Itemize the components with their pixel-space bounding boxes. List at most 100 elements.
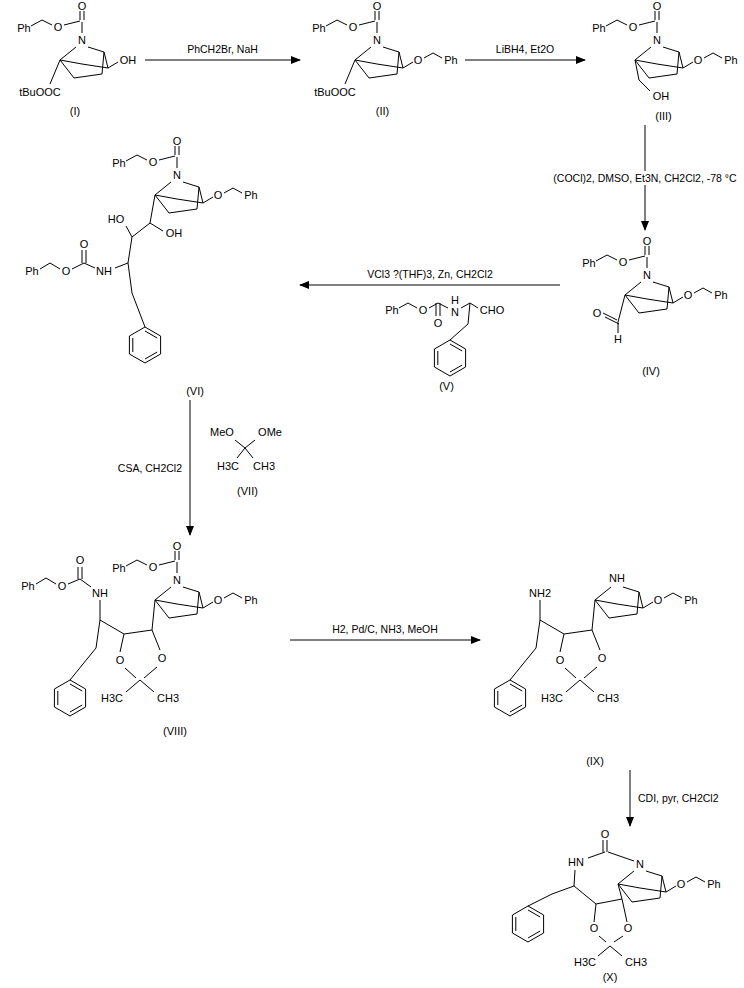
atom-label: Ph bbox=[112, 158, 125, 169]
atom-label: O bbox=[173, 136, 182, 147]
aldehyde-chain-bonds bbox=[399, 303, 478, 340]
ester-bond bbox=[345, 60, 355, 84]
acetonide-chain bbox=[494, 600, 600, 716]
atom-label: NH2 bbox=[529, 588, 551, 599]
atom-label: O bbox=[619, 257, 628, 268]
atom-label: O bbox=[556, 655, 565, 666]
atom-label: H3C bbox=[574, 957, 596, 968]
atom-label: O bbox=[173, 541, 182, 552]
compound-box: (VIII) bbox=[60, 535, 290, 740]
atom-label: O bbox=[434, 318, 443, 329]
atom-label: O bbox=[158, 653, 167, 664]
atom-label: O bbox=[349, 22, 358, 33]
atom-label: H bbox=[614, 334, 622, 345]
atom-label: O bbox=[598, 653, 607, 664]
atom-label: Ph bbox=[444, 55, 457, 66]
atom-label: Ph bbox=[112, 563, 125, 574]
benzyl-bonds bbox=[424, 53, 442, 58]
atom-label: N bbox=[636, 859, 644, 870]
reagent-label: CSA, CH2Cl2 bbox=[118, 462, 182, 474]
bicycle-unit bbox=[618, 871, 705, 902]
compound-number: (III) bbox=[655, 110, 672, 123]
benzyl-bonds bbox=[704, 53, 722, 58]
atom-label: O bbox=[601, 829, 610, 840]
hydroxymethyl-bonds bbox=[635, 60, 650, 91]
atom-label: O bbox=[149, 562, 158, 573]
aldehyde-bonds bbox=[603, 295, 625, 333]
atom-label: Ph bbox=[707, 879, 720, 890]
benzene-ring bbox=[129, 327, 160, 363]
atom-label: O bbox=[643, 236, 652, 247]
reaction-arrow bbox=[630, 770, 631, 826]
atom-label: CH3 bbox=[597, 693, 619, 704]
acetonide-chain bbox=[54, 600, 160, 716]
atom-label: O bbox=[76, 555, 85, 566]
reaction-arrow bbox=[300, 285, 560, 286]
atom-label: O bbox=[62, 266, 71, 277]
atom-label: N bbox=[78, 35, 86, 46]
atom-label: O bbox=[629, 22, 638, 33]
atom-label: O bbox=[149, 157, 158, 168]
compound-box: (II) bbox=[300, 0, 465, 120]
compound-number: (VII) bbox=[237, 485, 258, 498]
diol-chain-bonds bbox=[40, 195, 163, 327]
atom-label: N bbox=[373, 35, 381, 46]
bicycle-bonds bbox=[625, 282, 683, 313]
cbz-bonds bbox=[126, 551, 179, 573]
compound-number: (IV) bbox=[642, 365, 660, 378]
atom-label: O bbox=[677, 879, 686, 890]
atom-label: O bbox=[58, 581, 67, 592]
atom-label: Ph bbox=[17, 23, 30, 34]
reagent-label: LiBH4, Et2O bbox=[496, 43, 554, 55]
atom-label: Ph bbox=[724, 55, 737, 66]
atom-label: CH3 bbox=[625, 957, 647, 968]
compound-i-bonds bbox=[31, 11, 118, 84]
atom-label: Ph bbox=[25, 266, 38, 277]
atom-label: O bbox=[654, 595, 663, 606]
compound-box: (III) bbox=[585, 0, 742, 125]
benzyl-bonds bbox=[664, 593, 682, 598]
atom-label: H3C bbox=[541, 693, 563, 704]
compound-number: (X) bbox=[603, 971, 618, 984]
atom-label: tBuOOC bbox=[19, 87, 61, 98]
cbz-bonds bbox=[326, 11, 379, 33]
atom-label: H3C bbox=[217, 461, 239, 472]
bicycle-bonds bbox=[355, 47, 413, 78]
benzene-ring bbox=[434, 340, 465, 376]
bicycle-bonds bbox=[60, 47, 118, 78]
compound-number: (VI) bbox=[186, 385, 204, 398]
compound-box: (X) bbox=[500, 826, 720, 986]
ester-bond bbox=[50, 60, 60, 84]
compound-number: (I) bbox=[70, 105, 80, 118]
reaction-arrow bbox=[190, 400, 191, 535]
bicycle-unit bbox=[595, 587, 682, 618]
atom-label: CH3 bbox=[253, 461, 275, 472]
atom-label: CHO bbox=[480, 305, 504, 316]
compound-ix-bonds bbox=[494, 587, 682, 716]
benzyl-bonds bbox=[224, 188, 242, 193]
atom-label: NH bbox=[609, 573, 625, 584]
atom-label: OMe bbox=[258, 427, 282, 438]
benzene-ring bbox=[512, 906, 543, 942]
atom-label: O bbox=[80, 239, 89, 250]
compound-ii-bonds bbox=[326, 11, 442, 84]
atom-label: OH bbox=[166, 228, 183, 239]
atom-label: Ph bbox=[385, 305, 398, 316]
atom-label: O bbox=[116, 655, 125, 666]
compound-x-bonds bbox=[512, 840, 705, 956]
bicycle-bonds bbox=[618, 871, 676, 902]
bicycle-bonds bbox=[635, 47, 693, 78]
cbz-bonds bbox=[126, 146, 179, 168]
cbz-bonds bbox=[31, 11, 84, 33]
atom-label: O bbox=[419, 305, 428, 316]
cbz-bonds bbox=[606, 11, 659, 33]
compound-number: (IX) bbox=[586, 755, 604, 768]
bicycle-bonds bbox=[595, 587, 653, 618]
cyclic-urea-bonds bbox=[528, 840, 634, 956]
atom-label: OH bbox=[653, 91, 670, 102]
atom-label: O bbox=[624, 923, 633, 934]
reagent-label: H2, Pd/C, NH3, MeOH bbox=[332, 623, 438, 635]
